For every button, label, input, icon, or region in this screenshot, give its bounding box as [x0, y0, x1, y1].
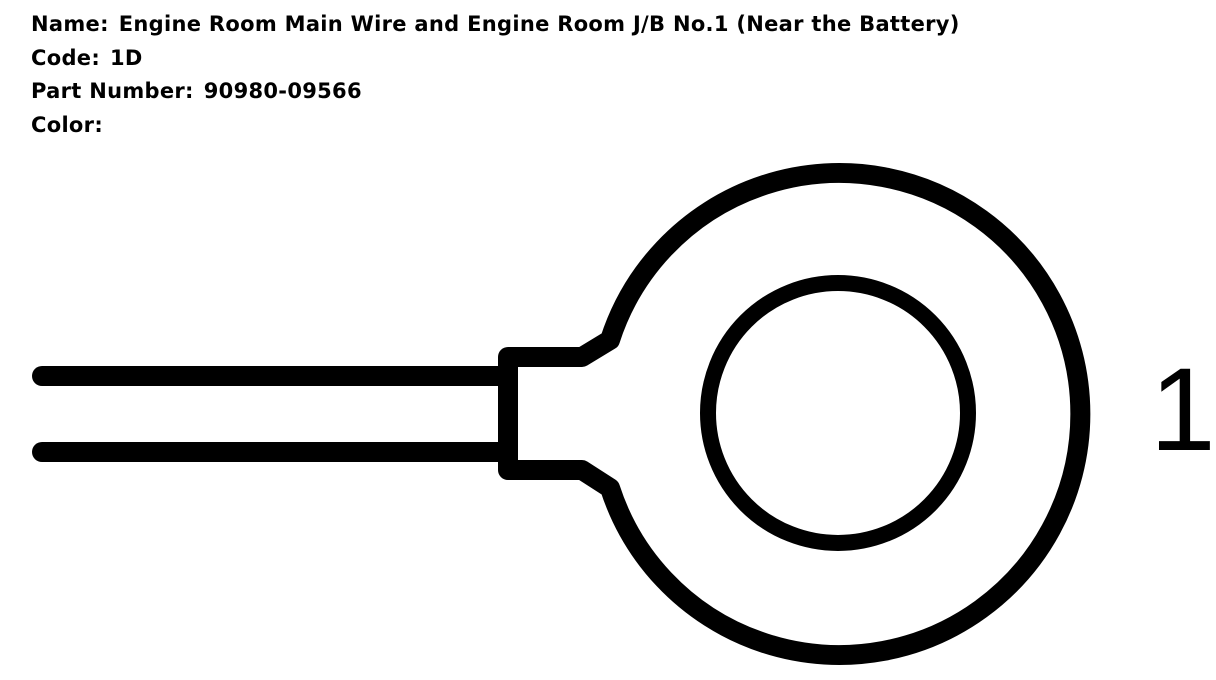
ring-terminal-outline: [498, 163, 1091, 665]
connector-code-line: Code: 1D: [31, 42, 960, 76]
connector-code-value: 1D: [110, 45, 143, 70]
part-number-value: 90980-09566: [203, 79, 362, 103]
wire-lines: [32, 366, 518, 462]
part-number-line: Part Number: 90980-09566: [31, 75, 960, 109]
connector-name-line: Name: Engine Room Main Wire and Engine Ro…: [31, 8, 960, 42]
connector-name-value: Engine Room Main Wire and Engine Room J/…: [118, 12, 960, 36]
pin-number-label: 1: [1150, 344, 1216, 476]
ring-terminal-hole: [700, 275, 976, 551]
connector-name-label: Name:: [31, 12, 109, 36]
connector-info: Name: Engine Room Main Wire and Engine Ro…: [31, 8, 960, 142]
connector-code-label: Code:: [31, 45, 101, 70]
connector-color-line: Color:: [31, 109, 960, 143]
part-number-label: Part Number:: [31, 79, 194, 103]
connector-color-label: Color:: [31, 112, 104, 137]
